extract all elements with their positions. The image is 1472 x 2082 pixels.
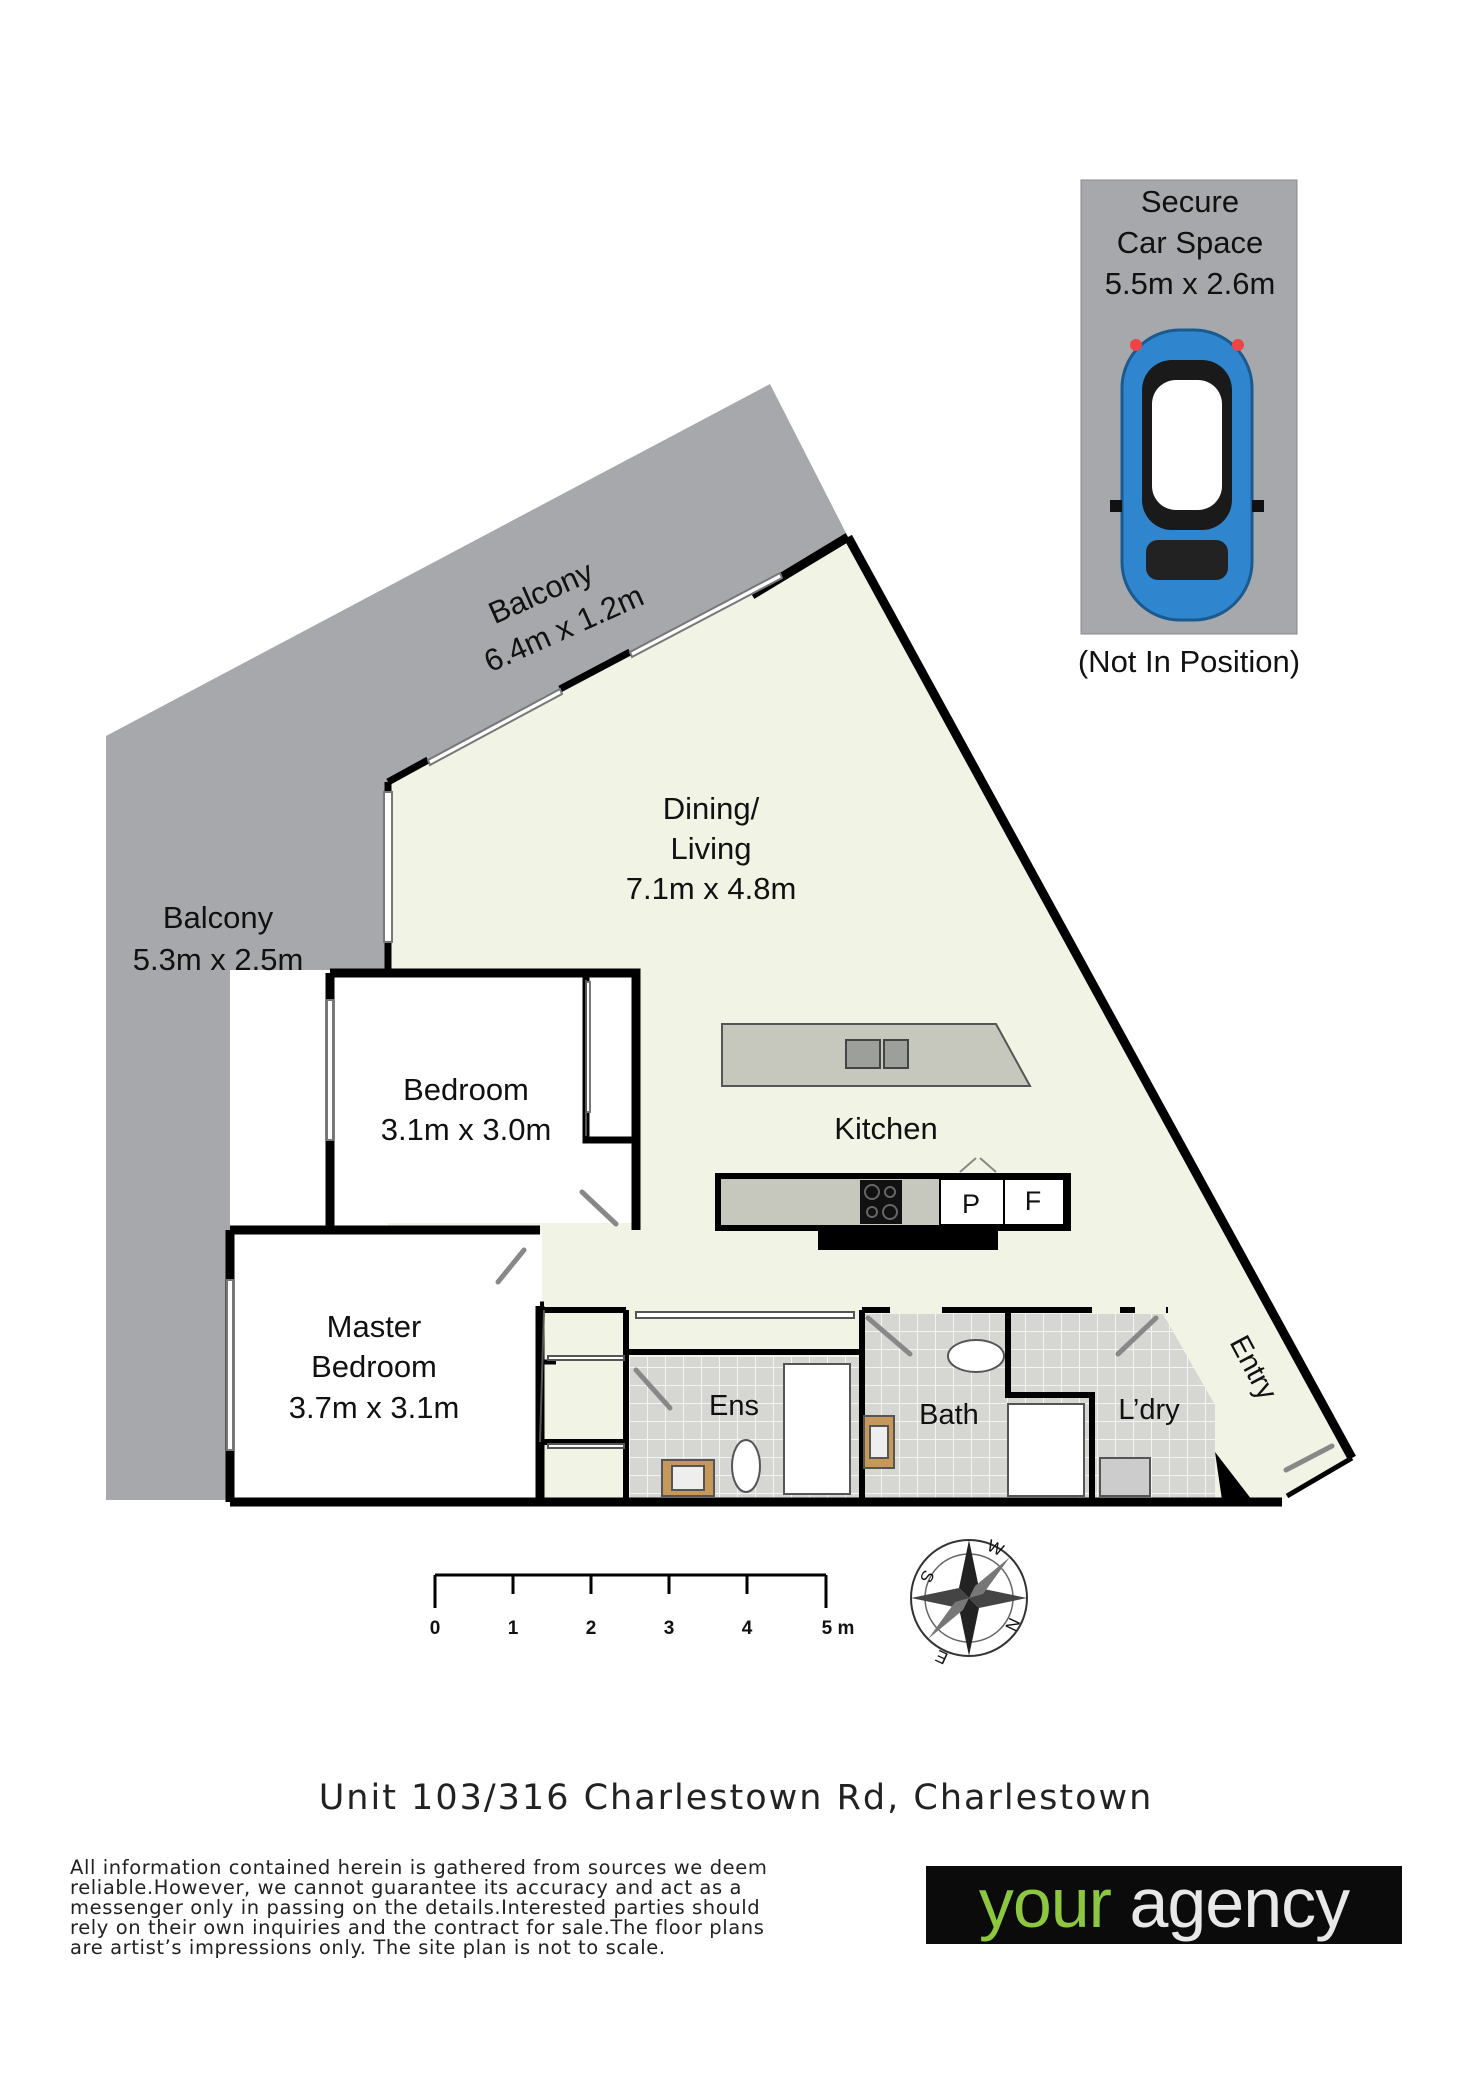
disclaimer-line: All information contained herein is gath… <box>70 1856 768 1879</box>
scale-tick-label: 4 <box>742 1618 753 1639</box>
doors <box>495 1189 1335 1473</box>
car-space-line1: Secure <box>1141 184 1239 219</box>
scale-bar <box>433 1573 828 1608</box>
room-labels: Balcony 6.4m x 1.2m Balcony 5.3m x 2.5m … <box>133 184 1300 1431</box>
disclaimer-line: are artist’s impressions only. The site … <box>70 1936 666 1959</box>
dining-living-size: 7.1m x 4.8m <box>626 871 797 906</box>
living-floor <box>388 537 1348 1500</box>
compass-label-w: W <box>984 1536 1007 1560</box>
car-space-line2: Car Space <box>1117 225 1263 260</box>
scale-tick-label: 2 <box>586 1618 597 1639</box>
kitchen-name: Kitchen <box>834 1111 937 1146</box>
master-bedroom-name-2: Bedroom <box>311 1349 437 1384</box>
pantry-label: P <box>962 1189 980 1219</box>
dining-living-name-2: Living <box>671 831 752 866</box>
car-space-size: 5.5m x 2.6m <box>1105 266 1276 301</box>
bathroom-fixtures <box>661 1339 1151 1497</box>
master-bedroom-name-1: Master <box>327 1309 422 1344</box>
balcony-area <box>106 384 848 1500</box>
logo-word-your: your <box>978 1866 1112 1942</box>
agency-logo: your agency <box>926 1866 1402 1944</box>
scale-tick-label: 0 <box>430 1618 441 1639</box>
master-bedroom-floor <box>236 1233 542 1495</box>
bath-name: Bath <box>919 1399 979 1431</box>
logo-word-agency: agency <box>1129 1866 1350 1942</box>
car-space-note: (Not In Position) <box>1078 644 1300 679</box>
laundry-name: L’dry <box>1118 1394 1180 1426</box>
scale-tick-label: 1 <box>508 1618 519 1639</box>
master-bedroom-size: 3.7m x 3.1m <box>289 1390 460 1425</box>
disclaimer-line: messenger only in passing on the details… <box>70 1896 761 1919</box>
disclaimer-line: rely on their own inquiries and the cont… <box>70 1916 765 1939</box>
dining-living-name-1: Dining/ <box>663 791 760 826</box>
bedroom-size: 3.1m x 3.0m <box>381 1112 552 1147</box>
balcony-left-size: 5.3m x 2.5m <box>133 942 304 977</box>
compass-icon <box>910 1539 1028 1657</box>
ensuite-name: Ens <box>709 1390 759 1422</box>
disclaimer-line: reliable.However, we cannot guarantee it… <box>70 1876 743 1899</box>
windows <box>226 571 784 1451</box>
fridge-label: F <box>1025 1186 1042 1216</box>
balcony-left-name: Balcony <box>163 900 274 935</box>
entry-corner <box>1215 1452 1252 1500</box>
wardrobes <box>539 980 855 1449</box>
bedroom-name: Bedroom <box>403 1072 529 1107</box>
disclaimer: All information contained herein is gath… <box>70 1858 770 1958</box>
kitchen-bench <box>715 1157 1071 1250</box>
car-icon <box>1110 328 1264 622</box>
kitchen-island <box>721 1023 1032 1087</box>
laundry-tiles <box>1008 1314 1215 1500</box>
property-address: Unit 103/316 Charlestown Rd, Charlestown <box>318 1778 1154 1818</box>
scale-bar-labels: 0 1 2 3 4 5 m <box>430 1618 855 1639</box>
floor-plan: Balcony 6.4m x 1.2m Balcony 5.3m x 2.5m … <box>106 179 1356 1668</box>
scale-tick-label: 5 m <box>822 1618 855 1639</box>
scale-tick-label: 3 <box>664 1618 675 1639</box>
